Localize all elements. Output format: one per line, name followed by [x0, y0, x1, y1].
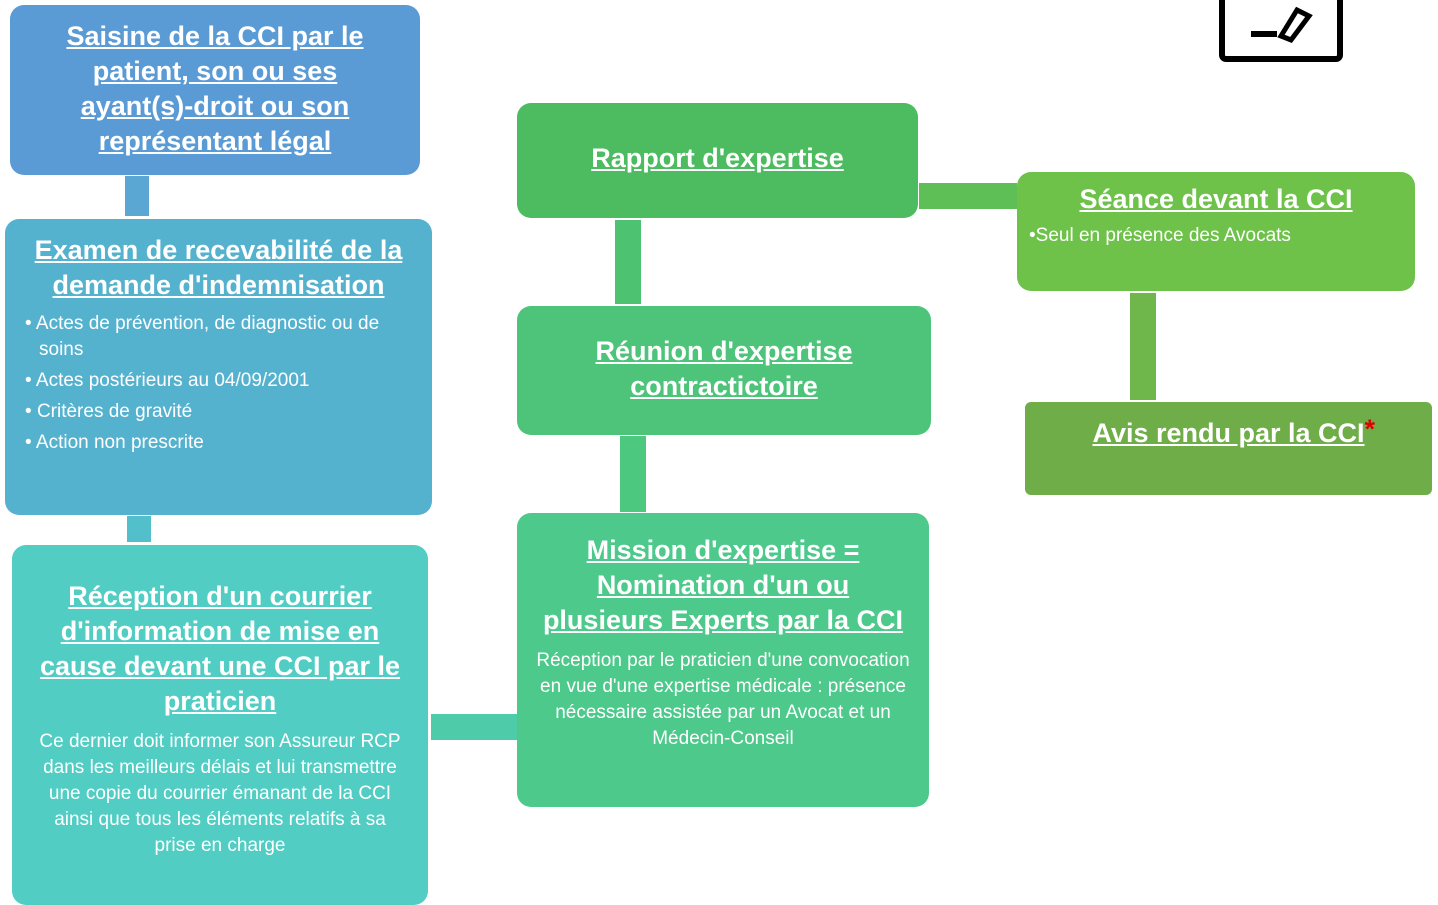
- connector-saisine-examen: [125, 176, 149, 216]
- examen-bullet: Critères de gravité: [25, 399, 412, 425]
- seance-title: Séance devant la CCI: [1079, 184, 1353, 214]
- reunion-title: Réunion d'expertise contractictoire: [595, 336, 853, 401]
- connector-rapport-seance: [919, 183, 1017, 209]
- mission-box: Mission d'expertise = Nomination d'un ou…: [517, 513, 929, 807]
- examen-bullet-list: Actes de prévention, de diagnostic ou de…: [25, 311, 412, 456]
- reception-title: Réception d'un courrier d'information de…: [39, 581, 401, 716]
- seance-bullet-text: Seul en présence des Avocats: [1035, 225, 1291, 246]
- seance-bullet: •Seul en présence des Avocats: [1029, 225, 1291, 246]
- mission-title: Mission d'expertise = Nomination d'un ou…: [542, 535, 904, 635]
- avis-title-text: Avis rendu par la CCI: [1092, 418, 1365, 448]
- mission-body: Réception par le praticien d'une convoca…: [536, 650, 910, 749]
- document-edit-icon: [1219, 0, 1343, 62]
- connector-reunion-rapport: [615, 220, 641, 304]
- connector-mission-reunion: [620, 436, 646, 512]
- examen-title: Examen de recevabilité de la demande d'i…: [34, 235, 403, 300]
- saisine-box: Saisine de la CCI par le patient, son ou…: [10, 5, 420, 175]
- reception-body: Ce dernier doit informer son Assureur RC…: [39, 731, 401, 856]
- examen-bullet: Actes de prévention, de diagnostic ou de…: [25, 311, 412, 363]
- avis-box: Avis rendu par la CCI *: [1025, 402, 1432, 495]
- connector-examen-reception: [127, 516, 151, 542]
- avis-title: Avis rendu par la CCI: [1039, 416, 1418, 451]
- seance-box: Séance devant la CCI •Seul en présence d…: [1017, 172, 1415, 291]
- reception-box: Réception d'un courrier d'information de…: [12, 545, 428, 905]
- examen-bullet: Action non prescrite: [25, 430, 412, 456]
- avis-asterisk: *: [1364, 414, 1375, 444]
- rapport-box: Rapport d'expertise: [517, 103, 918, 218]
- examen-box: Examen de recevabilité de la demande d'i…: [5, 219, 432, 515]
- connector-seance-avis: [1130, 293, 1156, 400]
- saisine-title: Saisine de la CCI par le patient, son ou…: [66, 21, 364, 156]
- connector-reception-mission: [431, 714, 517, 740]
- examen-bullet: Actes postérieurs au 04/09/2001: [25, 368, 412, 394]
- reunion-box: Réunion d'expertise contractictoire: [517, 306, 931, 435]
- rapport-title: Rapport d'expertise: [591, 143, 844, 173]
